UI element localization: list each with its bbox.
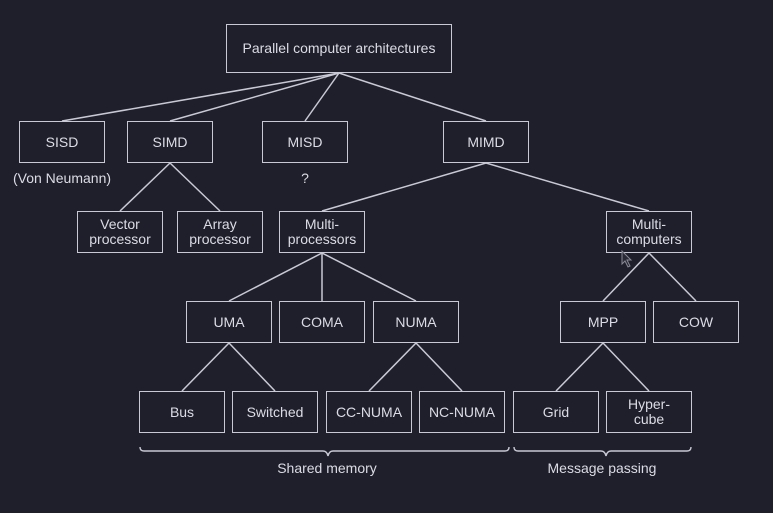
- edge-mpp-grid: [555, 342, 604, 392]
- label-shared-memory: Shared memory: [277, 460, 377, 476]
- shared-memory-brace: [139, 446, 510, 457]
- edge-multiprocessors-numa: [321, 252, 417, 302]
- mouse-cursor-icon: [621, 250, 633, 268]
- node-misd[interactable]: MISD: [262, 121, 348, 163]
- edge-mpp-hypercube: [602, 342, 650, 392]
- node-array-processor[interactable]: Array processor: [177, 211, 263, 253]
- edge-multicomputers-mpp: [602, 252, 650, 302]
- note-von-neumann: (Von Neumann): [12, 170, 112, 186]
- node-uma[interactable]: UMA: [186, 301, 272, 343]
- node-nc-numa[interactable]: NC-NUMA: [419, 391, 505, 433]
- node-mpp[interactable]: MPP: [560, 301, 646, 343]
- node-parallel-computer-architectures[interactable]: Parallel computer architectures: [226, 24, 452, 73]
- edge-multiprocessors-uma: [228, 252, 323, 302]
- node-coma[interactable]: COMA: [279, 301, 365, 343]
- node-cow[interactable]: COW: [653, 301, 739, 343]
- edge-multicomputers-cow: [648, 252, 697, 302]
- edge-uma-bus: [181, 342, 230, 392]
- label-message-passing: Message passing: [547, 460, 657, 476]
- node-sisd[interactable]: SISD: [19, 121, 105, 163]
- node-switched[interactable]: Switched: [232, 391, 318, 433]
- node-bus[interactable]: Bus: [139, 391, 225, 433]
- note-misd-unknown: ?: [301, 170, 309, 186]
- edge-root-misd: [304, 72, 340, 122]
- node-hypercube[interactable]: Hyper- cube: [606, 391, 692, 433]
- edge-numa-ncnuma: [415, 342, 463, 392]
- node-multicomputers[interactable]: Multi- computers: [606, 211, 692, 253]
- edge-root-simd: [169, 72, 340, 122]
- node-mimd[interactable]: MIMD: [443, 121, 529, 163]
- edge-numa-ccnuma: [368, 342, 417, 392]
- edge-root-mimd: [338, 72, 487, 122]
- edge-simd-vector: [119, 162, 171, 212]
- message-passing-brace: [513, 446, 692, 457]
- node-vector-processor[interactable]: Vector processor: [77, 211, 163, 253]
- edge-simd-array: [169, 162, 221, 212]
- edge-mimd-multicomputers: [485, 162, 650, 212]
- node-numa[interactable]: NUMA: [373, 301, 459, 343]
- edge-root-sisd: [61, 72, 340, 122]
- node-multiprocessors[interactable]: Multi- processors: [279, 211, 365, 253]
- edge-mimd-multiprocessors: [321, 162, 487, 212]
- node-grid[interactable]: Grid: [513, 391, 599, 433]
- node-cc-numa[interactable]: CC-NUMA: [326, 391, 412, 433]
- node-simd[interactable]: SIMD: [127, 121, 213, 163]
- edge-uma-switched: [228, 342, 276, 392]
